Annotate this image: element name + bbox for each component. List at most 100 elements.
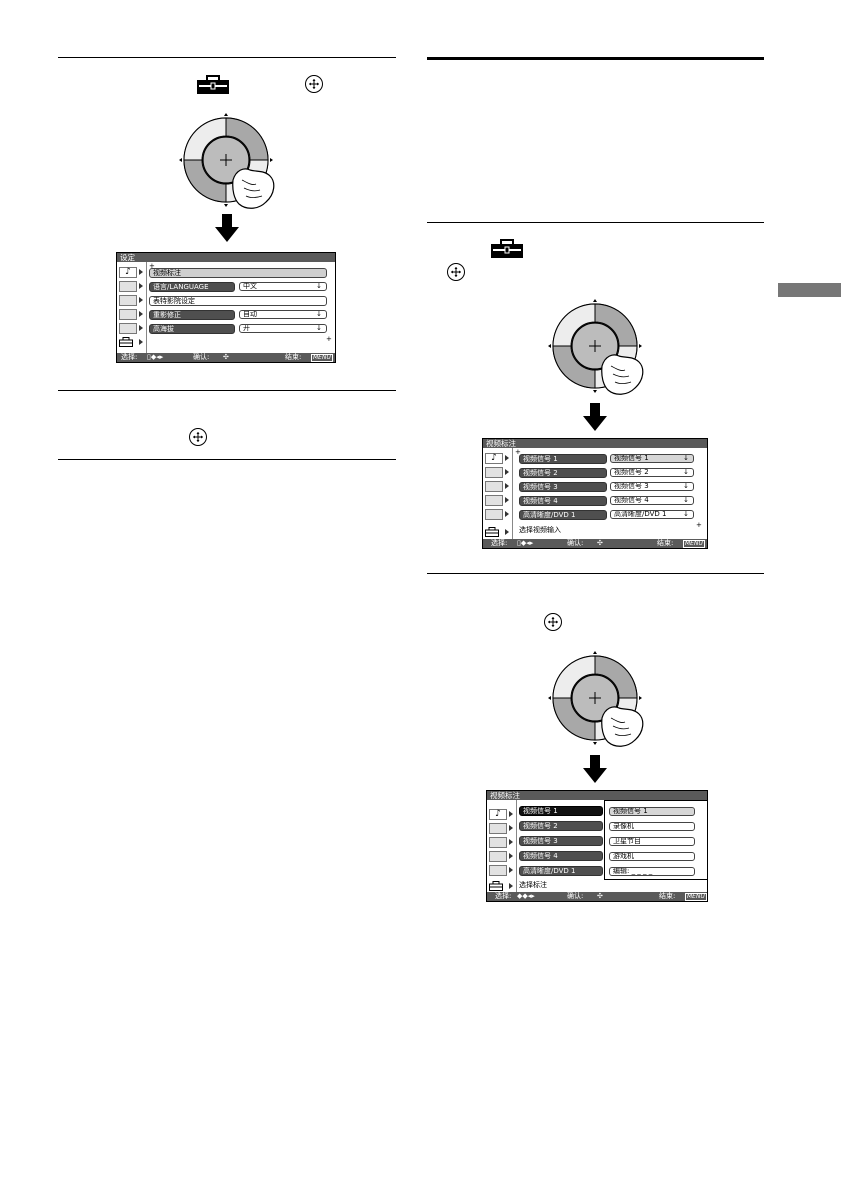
label-option[interactable]: 录像机 <box>609 822 695 831</box>
footer-confirm-key-icon: ✣ <box>597 892 603 900</box>
osd-cursor-mark: + <box>149 262 155 270</box>
osd-side-screen <box>487 836 516 849</box>
step-down-arrow-icon <box>215 214 239 242</box>
osd-side-audio: ♪ <box>487 808 516 821</box>
osd-menu-item[interactable]: 视频信号 2 <box>519 821 603 831</box>
osd-menu-item[interactable]: 视频信号 4 <box>519 851 603 861</box>
enter-button-icon <box>447 263 465 281</box>
osd-side-function <box>487 850 516 863</box>
osd-icon-sidebar: ♪ <box>117 262 147 353</box>
label-option[interactable]: 卫星节目 <box>609 837 695 846</box>
osd-menu-item[interactable]: 视频信号 1 <box>519 454 607 464</box>
footer-select: 选择: <box>491 539 508 547</box>
osd-menu-item[interactable]: 视频标注 <box>149 268 327 278</box>
osd-icon-sidebar: ♪ <box>487 800 517 892</box>
osd-side-setup <box>487 880 516 893</box>
chapter-tab <box>778 283 841 297</box>
osd-hint-text: 选择视频输入 <box>519 526 561 534</box>
osd-side-input <box>117 322 146 335</box>
osd-title: 视频标注 <box>487 791 707 800</box>
footer-menu-key: MENU <box>683 540 705 548</box>
osd-side-setup <box>117 336 146 349</box>
osd-menu-item[interactable]: 高清晰度/DVD 1 <box>519 510 607 520</box>
divider <box>58 390 396 391</box>
footer-select-keys-icon: ▯◆◂▸ <box>147 353 164 361</box>
osd-side-screen <box>117 294 146 307</box>
footer-select-keys-icon: ◆◆◂▸ <box>517 892 535 900</box>
osd-menu-value[interactable]: 开↓ <box>239 324 327 333</box>
osd-cursor-mark: + <box>696 521 702 529</box>
footer-end: 结束: <box>659 892 676 900</box>
osd-side-input <box>487 864 516 877</box>
divider <box>58 459 396 460</box>
osd-menu-value[interactable]: 视频信号 1↓ <box>610 454 694 463</box>
osd-menu-value[interactable]: 自动↓ <box>239 310 327 319</box>
osd-menu-item[interactable]: 视频信号 4 <box>519 496 607 506</box>
remote-dpad-press-illustration <box>179 113 275 209</box>
osd-menu-value[interactable]: 视频信号 3↓ <box>610 482 694 491</box>
step-down-arrow-icon <box>583 403 607 431</box>
osd-menu-item[interactable]: 视频信号 1 <box>519 806 603 816</box>
footer-confirm: 确认: <box>567 539 584 547</box>
section-header-rule <box>427 57 764 60</box>
footer-confirm-key-icon: ✣ <box>597 539 603 547</box>
osd-side-picture <box>487 822 516 835</box>
footer-select: 选择: <box>495 892 512 900</box>
osd-hint-text: 选择标注 <box>519 881 547 889</box>
osd-setup-menu: 设定 ♪ + 视频标注 语言/LANGUAGE 中文↓ 表特影院设定 重影修正 … <box>116 252 336 363</box>
footer-menu-key: MENU <box>311 354 333 362</box>
footer-end: 结束: <box>657 539 674 547</box>
osd-menu-value[interactable]: 视频信号 4↓ <box>610 496 694 505</box>
enter-button-icon <box>544 613 562 631</box>
osd-footer: 选择: ◆◆◂▸ 确认: ✣ 结束: MENU <box>487 892 707 901</box>
footer-confirm-key-icon: ✣ <box>223 353 229 361</box>
footer-end: 结束: <box>285 353 302 361</box>
divider <box>58 57 396 58</box>
enter-button-icon <box>305 75 323 93</box>
osd-side-input <box>483 508 512 521</box>
osd-side-setup <box>483 526 512 539</box>
footer-confirm: 确认: <box>193 353 210 361</box>
footer-select: 选择: <box>121 353 138 361</box>
osd-menu-item[interactable]: 语言/LANGUAGE <box>149 282 235 292</box>
osd-menu-item[interactable]: 视频信号 3 <box>519 836 603 846</box>
osd-side-screen <box>483 480 512 493</box>
osd-title: 视频标注 <box>483 439 707 448</box>
setup-toolbox-icon <box>197 75 229 94</box>
osd-menu-item[interactable]: 重影修正 <box>149 310 235 320</box>
label-option-edit[interactable]: 编辑: _ _ _ _ <box>609 867 695 876</box>
osd-menu-item[interactable]: 表特影院设定 <box>149 296 327 306</box>
osd-side-function <box>117 308 146 321</box>
setup-toolbox-icon <box>491 239 523 258</box>
osd-side-audio: ♪ <box>117 266 146 279</box>
footer-confirm: 确认: <box>567 892 584 900</box>
enter-button-icon <box>189 428 207 446</box>
osd-side-picture <box>483 466 512 479</box>
osd-menu-value[interactable]: 视频信号 2↓ <box>610 468 694 477</box>
osd-side-picture <box>117 280 146 293</box>
osd-input-label-menu: 视频标注 ♪ + 视频信号 1 视频信号 1↓ 视频信号 2 视频信号 2↓ 视… <box>482 438 708 549</box>
osd-menu-value[interactable]: 高清晰度/DVD 1↓ <box>610 510 694 519</box>
osd-menu-item[interactable]: 高清晰度/DVD 1 <box>519 866 603 876</box>
osd-menu-item[interactable]: 高海拔 <box>149 324 235 334</box>
osd-cursor-mark: + <box>326 335 332 343</box>
label-option[interactable]: 游戏机 <box>609 852 695 861</box>
divider <box>427 222 764 223</box>
osd-title: 设定 <box>117 253 335 262</box>
footer-select-keys-icon: ▯◆◂▸ <box>517 539 534 547</box>
osd-label-options-popup: 视频信号 1 录像机 卫星节目 游戏机 编辑: _ _ _ _ <box>604 800 707 880</box>
osd-menu-value[interactable]: 中文↓ <box>239 282 327 291</box>
remote-dpad-press-illustration <box>548 299 644 395</box>
divider <box>427 573 764 574</box>
footer-menu-key: MENU <box>685 893 707 901</box>
label-option[interactable]: 视频信号 1 <box>609 807 695 816</box>
osd-menu-item[interactable]: 视频信号 2 <box>519 468 607 478</box>
osd-side-function <box>483 494 512 507</box>
osd-footer: 选择: ▯◆◂▸ 确认: ✣ 结束: MENU <box>483 539 707 548</box>
osd-footer: 选择: ▯◆◂▸ 确认: ✣ 结束: MENU <box>117 353 335 362</box>
osd-icon-sidebar: ♪ <box>483 448 513 539</box>
osd-label-select-menu: 视频标注 ♪ 视频信号 1 视频信号 2 视频信号 3 视频信号 4 高清晰度/… <box>486 790 708 902</box>
osd-menu-item[interactable]: 视频信号 3 <box>519 482 607 492</box>
osd-side-audio: ♪ <box>483 452 512 465</box>
step-down-arrow-icon <box>583 755 607 783</box>
